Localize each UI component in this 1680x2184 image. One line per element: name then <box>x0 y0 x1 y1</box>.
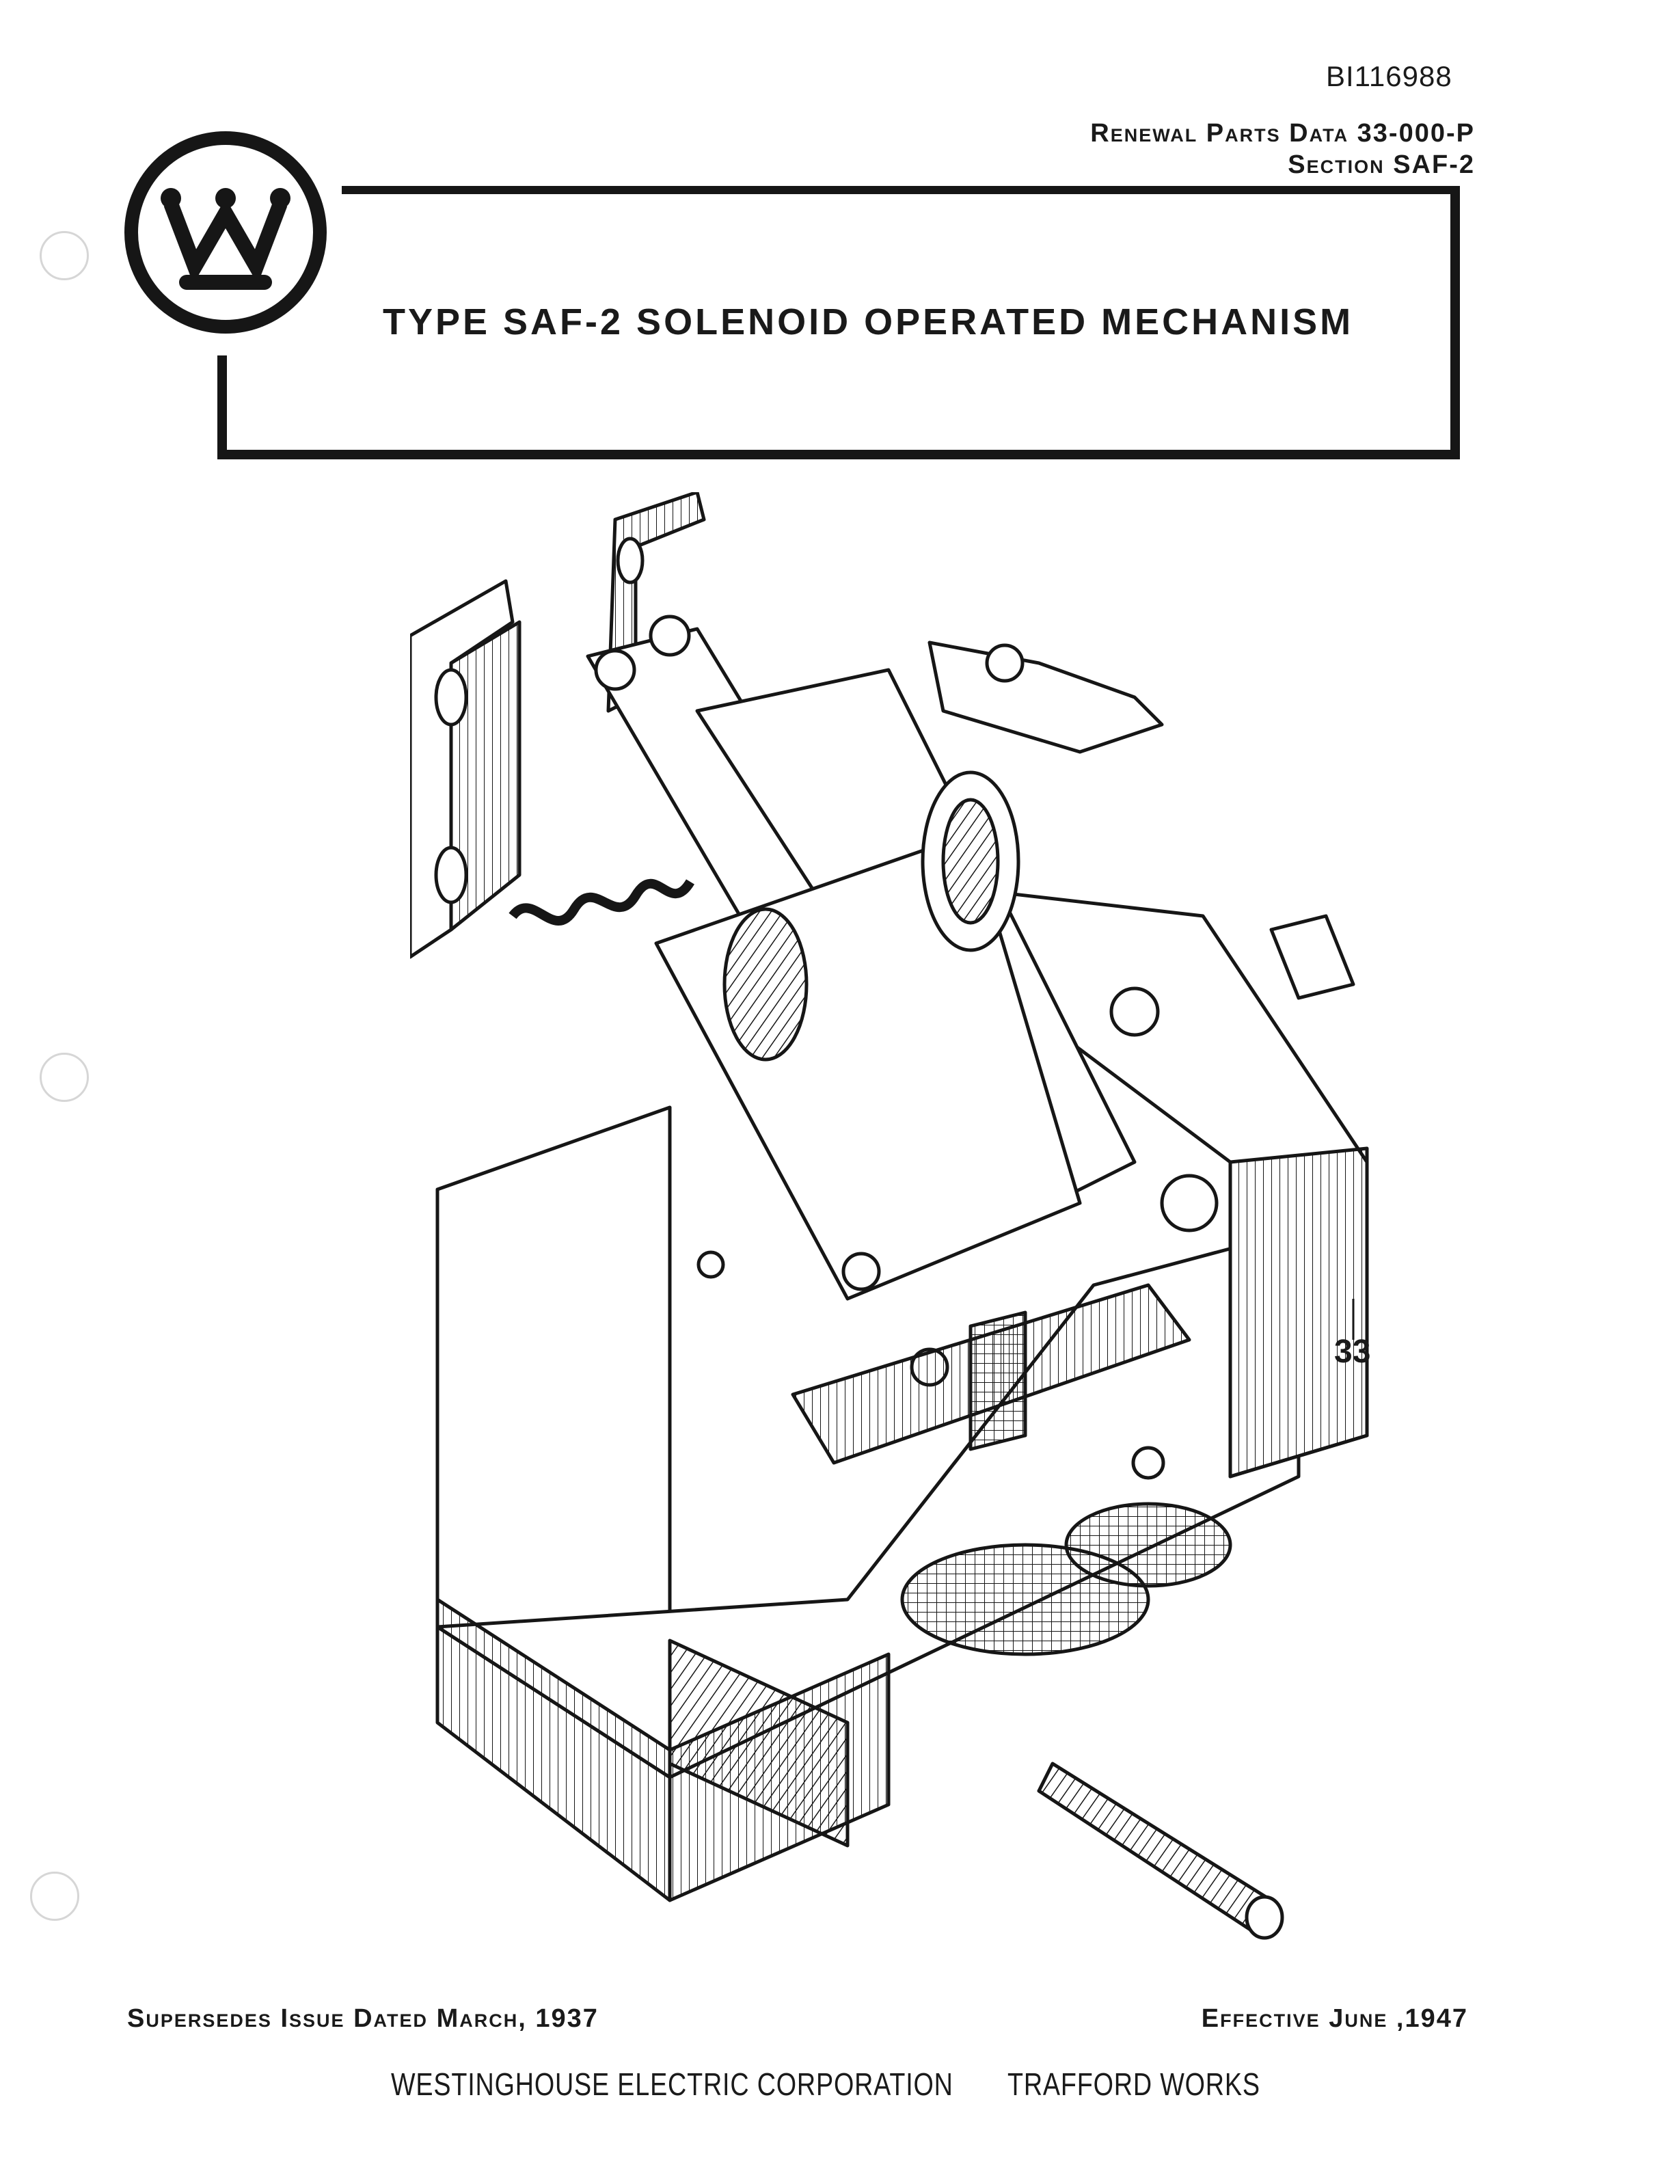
section-line: Section SAF-2 <box>1288 150 1475 179</box>
westinghouse-logo <box>124 131 327 334</box>
works-name: TRAFFORD WORKS <box>1007 2066 1260 2102</box>
effective-date: Effective June ,1947 <box>1201 2004 1468 2033</box>
document-title: TYPE SAF-2 SOLENOID OPERATED MECHANISM <box>383 301 1354 342</box>
mechanism-illustration <box>410 492 1369 1940</box>
renewal-parts-block: Renewal Parts Data 33-000-P Section SAF-… <box>1090 118 1475 180</box>
renewal-parts-line: Renewal Parts Data 33-000-P <box>1090 119 1475 148</box>
reference-number-callout: 33 <box>1334 1334 1371 1370</box>
punch-hole-top <box>40 231 89 280</box>
punch-hole-middle <box>40 1053 89 1102</box>
document-id: BI116988 <box>1326 60 1452 92</box>
punch-hole-bottom <box>30 1872 79 1921</box>
supersedes-note: Supersedes Issue Dated March, 1937 <box>127 2004 599 2033</box>
company-name: WESTINGHOUSE ELECTRIC CORPORATION <box>391 2066 953 2102</box>
